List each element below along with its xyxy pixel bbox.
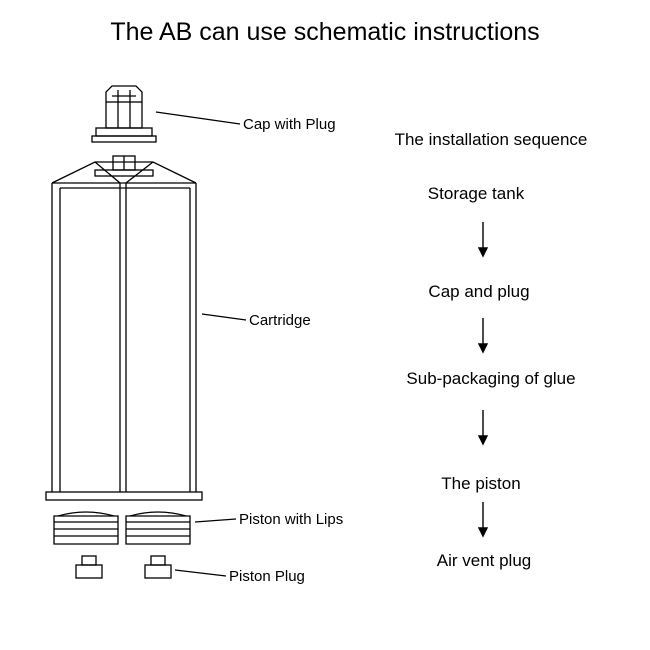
page-title: The AB can use schematic instructions <box>110 18 540 46</box>
sequence-step-4: The piston <box>441 474 521 493</box>
sequence-step-5: Air vent plug <box>436 551 532 570</box>
sequence-step-3: Sub-packaging of glue <box>406 369 576 388</box>
label-piston-plug: Piston Plug <box>229 568 305 585</box>
sequence-heading: The installation sequence <box>394 130 588 149</box>
cartridge-part <box>45 155 203 501</box>
sequence-step-2: Cap and plug <box>428 282 530 301</box>
sequence-step-1: Storage tank <box>427 184 525 203</box>
sequence-arrows <box>477 222 489 538</box>
label-cap-with-plug: Cap with Plug <box>243 116 336 133</box>
piston-plug-part <box>75 555 172 579</box>
label-cartridge: Cartridge <box>249 312 311 329</box>
label-piston-with-lips: Piston with Lips <box>239 511 344 528</box>
piston-with-lips-part <box>53 511 191 545</box>
cap-with-plug-part <box>91 85 157 143</box>
leader-lines <box>155 111 247 577</box>
